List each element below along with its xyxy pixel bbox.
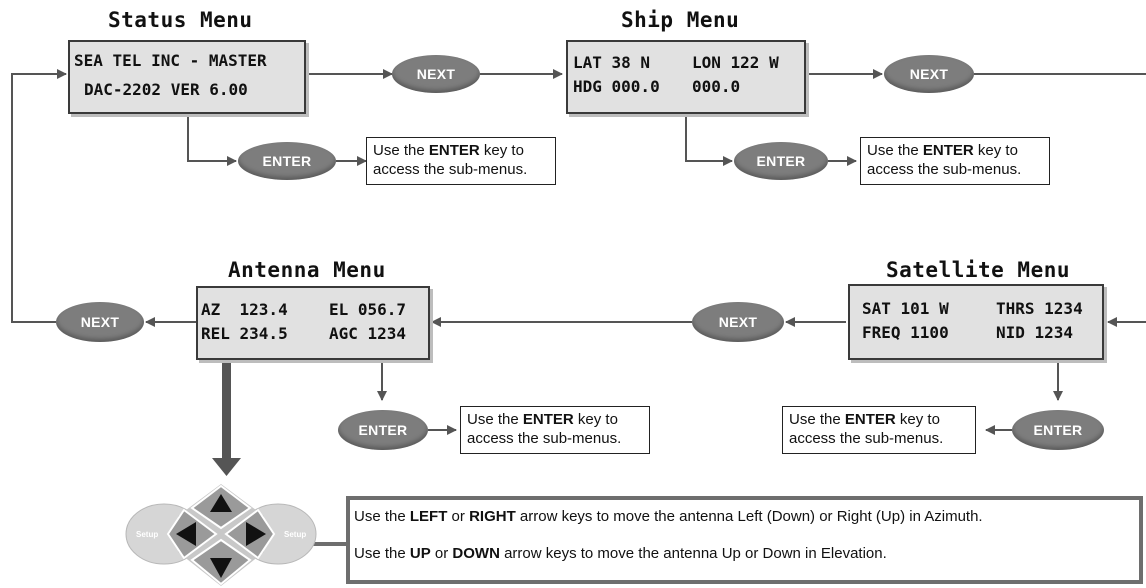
right-arrow-icon <box>246 522 266 546</box>
status-menu-lcd: SEA TEL INC - MASTER DAC-2202 VER 6.00 <box>68 40 306 114</box>
satellite-menu-title: Satellite Menu <box>886 258 1071 282</box>
satellite-menu-lcd: SAT 101 W THRS 1234 FREQ 1100 NID 1234 <box>848 284 1104 360</box>
antenna-menu-title: Antenna Menu <box>228 258 386 282</box>
ship-lcd-lon: LON 122 W <box>692 53 779 72</box>
status-lcd-line-1: SEA TEL INC - MASTER <box>74 51 267 70</box>
status-lcd-line-2: DAC-2202 VER 6.00 <box>84 80 248 99</box>
antenna-menu-lcd: AZ 123.4 EL 056.7 REL 234.5 AGC 1234 <box>196 286 430 360</box>
satellite-lcd-thrs: THRS 1234 <box>996 299 1083 318</box>
thick-arrow-shaft <box>222 360 231 460</box>
ship-lcd-lat: LAT 38 N <box>573 53 651 72</box>
antenna-lcd-agc: AGC 1234 <box>329 324 407 343</box>
arrow-keys-note: Use the LEFT or RIGHT arrow keys to move… <box>346 496 1143 584</box>
enter-key-antenna[interactable]: ENTER <box>338 410 428 450</box>
satellite-lcd-freq: FREQ 1100 <box>862 323 949 342</box>
antenna-lcd-el: EL 056.7 <box>329 300 407 319</box>
left-arrow-icon <box>176 522 196 546</box>
up-arrow-icon <box>210 494 232 512</box>
enter-note-antenna: Use the ENTER key to access the sub-menu… <box>460 406 650 454</box>
arrow-status-to-enter <box>187 114 237 166</box>
ship-menu-lcd: LAT 38 N LON 122 W HDG 000.0 000.0 <box>566 40 806 114</box>
enter-note-status: Use the ENTER key to access the sub-menu… <box>366 137 556 185</box>
enter-note-satellite: Use the ENTER key to access the sub-menu… <box>782 406 976 454</box>
next-key-antenna[interactable]: NEXT <box>56 302 144 342</box>
keypad-body <box>125 484 317 586</box>
ship-menu-title: Ship Menu <box>621 8 740 32</box>
setup-label-left: Setup <box>136 530 159 539</box>
ship-lcd-hdg-value: 000.0 <box>692 77 741 96</box>
satellite-lcd-nid: NID 1234 <box>996 323 1074 342</box>
setup-label-right: Setup <box>284 530 307 539</box>
loop-arrow-to-status <box>11 69 67 323</box>
arrow-ship-to-enter <box>685 114 733 166</box>
thick-arrow-head <box>212 458 241 476</box>
satellite-lcd-sat: SAT 101 W <box>862 299 949 318</box>
enter-key-satellite[interactable]: ENTER <box>1012 410 1104 450</box>
enter-key-ship[interactable]: ENTER <box>734 142 828 180</box>
arrow-note-line-2: Use the UP or DOWN arrow keys to move th… <box>354 545 887 562</box>
next-key-status[interactable]: NEXT <box>392 55 480 93</box>
arrow-note-line-1: Use the LEFT or RIGHT arrow keys to move… <box>354 508 983 525</box>
keypad: Setup Setup <box>120 478 320 588</box>
antenna-lcd-rel: REL 234.5 <box>201 324 288 343</box>
enter-key-status[interactable]: ENTER <box>238 142 336 180</box>
next-key-ship[interactable]: NEXT <box>884 55 974 93</box>
next-key-satellite[interactable]: NEXT <box>692 302 784 342</box>
status-menu-title: Status Menu <box>108 8 253 32</box>
ship-lcd-hdg: HDG 000.0 <box>573 77 660 96</box>
enter-note-ship: Use the ENTER key to access the sub-menu… <box>860 137 1050 185</box>
antenna-lcd-az: AZ 123.4 <box>201 300 288 319</box>
down-arrow-icon <box>210 558 232 578</box>
